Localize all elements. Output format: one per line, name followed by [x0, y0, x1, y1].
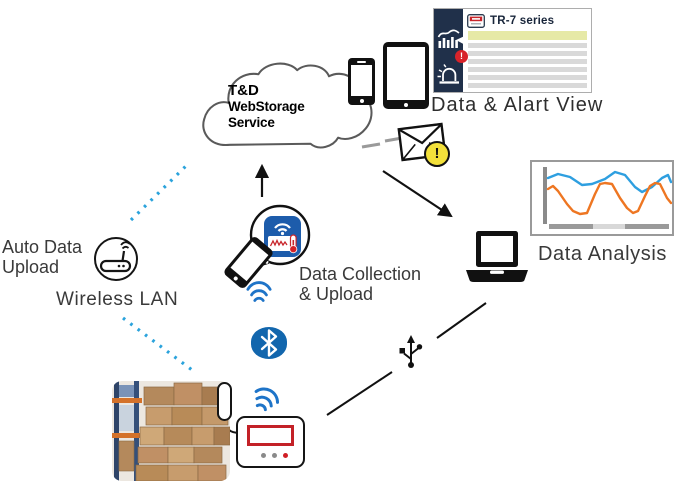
alarm-icon [437, 64, 459, 84]
wireless-router-icon [94, 237, 138, 281]
tablet-icon [383, 42, 429, 109]
alert-panel-header: TR-7 series [467, 14, 554, 28]
alert-row [468, 83, 587, 88]
device-series-name: TR-7 series [490, 15, 555, 27]
alert-exclamation-badge: ! [455, 50, 468, 63]
phone-screen [351, 65, 372, 96]
graph-line-orange [546, 181, 673, 216]
logger-led [272, 453, 277, 458]
usb-icon [399, 335, 423, 368]
usb-cable-upper [436, 302, 487, 339]
alert-row [468, 51, 587, 56]
auto-data-upload-line1: Auto Data [2, 237, 83, 257]
tablet-home-button [404, 102, 408, 107]
data-logger-icon [236, 416, 305, 468]
phone-speaker [357, 61, 366, 63]
bluetooth-icon [251, 327, 287, 359]
cloud-title-line3: Service [228, 115, 275, 130]
wifi-waves-icon [254, 387, 280, 412]
collector-phone-screen [230, 241, 269, 282]
alert-row [468, 59, 587, 64]
data-collection-label: Data Collection & Upload [299, 264, 421, 304]
graph-thumbnail-window [530, 160, 674, 236]
collector-phone-home-button [232, 275, 239, 281]
cloud-icon [202, 62, 373, 149]
alert-view-caption: Data & Alart View [431, 94, 604, 116]
wifi-waves-icon [246, 281, 272, 302]
smartphone-icon [348, 58, 375, 105]
cloud-title: T&D WebStorage Service [228, 83, 305, 131]
alert-data-rows [468, 31, 587, 91]
alert-panel-sidebar: ! [434, 9, 469, 92]
alert-row [468, 75, 587, 80]
logger-led-red [283, 453, 288, 458]
panel-notch [456, 34, 469, 47]
data-collection-line2: & Upload [299, 284, 374, 304]
logger-led [261, 453, 266, 458]
tablet-screen [387, 47, 425, 100]
tnd-app-icon [264, 216, 301, 257]
auto-data-upload-line2: Upload [2, 257, 60, 277]
cloud-to-laptop-arrow [382, 170, 453, 218]
alert-row [468, 67, 587, 72]
email-alert-badge: ! [424, 141, 450, 167]
laptop-icon [466, 231, 528, 282]
cloud-title-line2: WebStorage [228, 99, 305, 114]
alert-row [468, 43, 587, 48]
data-analysis-label: Data Analysis [538, 243, 667, 265]
external-sensor-icon [217, 382, 232, 421]
alert-row-highlight [468, 31, 587, 40]
wireless-lan-label: Wireless LAN [56, 289, 179, 310]
phone-home-button [359, 98, 364, 103]
graph-line-blue [546, 170, 673, 194]
warehouse-photo [112, 381, 230, 481]
alert-view-panel: ! TR-7 series [433, 8, 592, 93]
logger-screen [247, 425, 294, 446]
logger-mini-icon [467, 14, 485, 28]
auto-data-upload-label: Auto Data Upload [2, 237, 82, 277]
wireless-link-upper-dotted [129, 160, 192, 222]
graph-thumbnail [543, 167, 673, 229]
usb-cable-lower [326, 371, 393, 416]
wireless-link-lower-dotted [122, 316, 197, 375]
data-collection-line1: Data Collection [299, 264, 422, 284]
cloud-title-line1: T&D [228, 82, 259, 99]
